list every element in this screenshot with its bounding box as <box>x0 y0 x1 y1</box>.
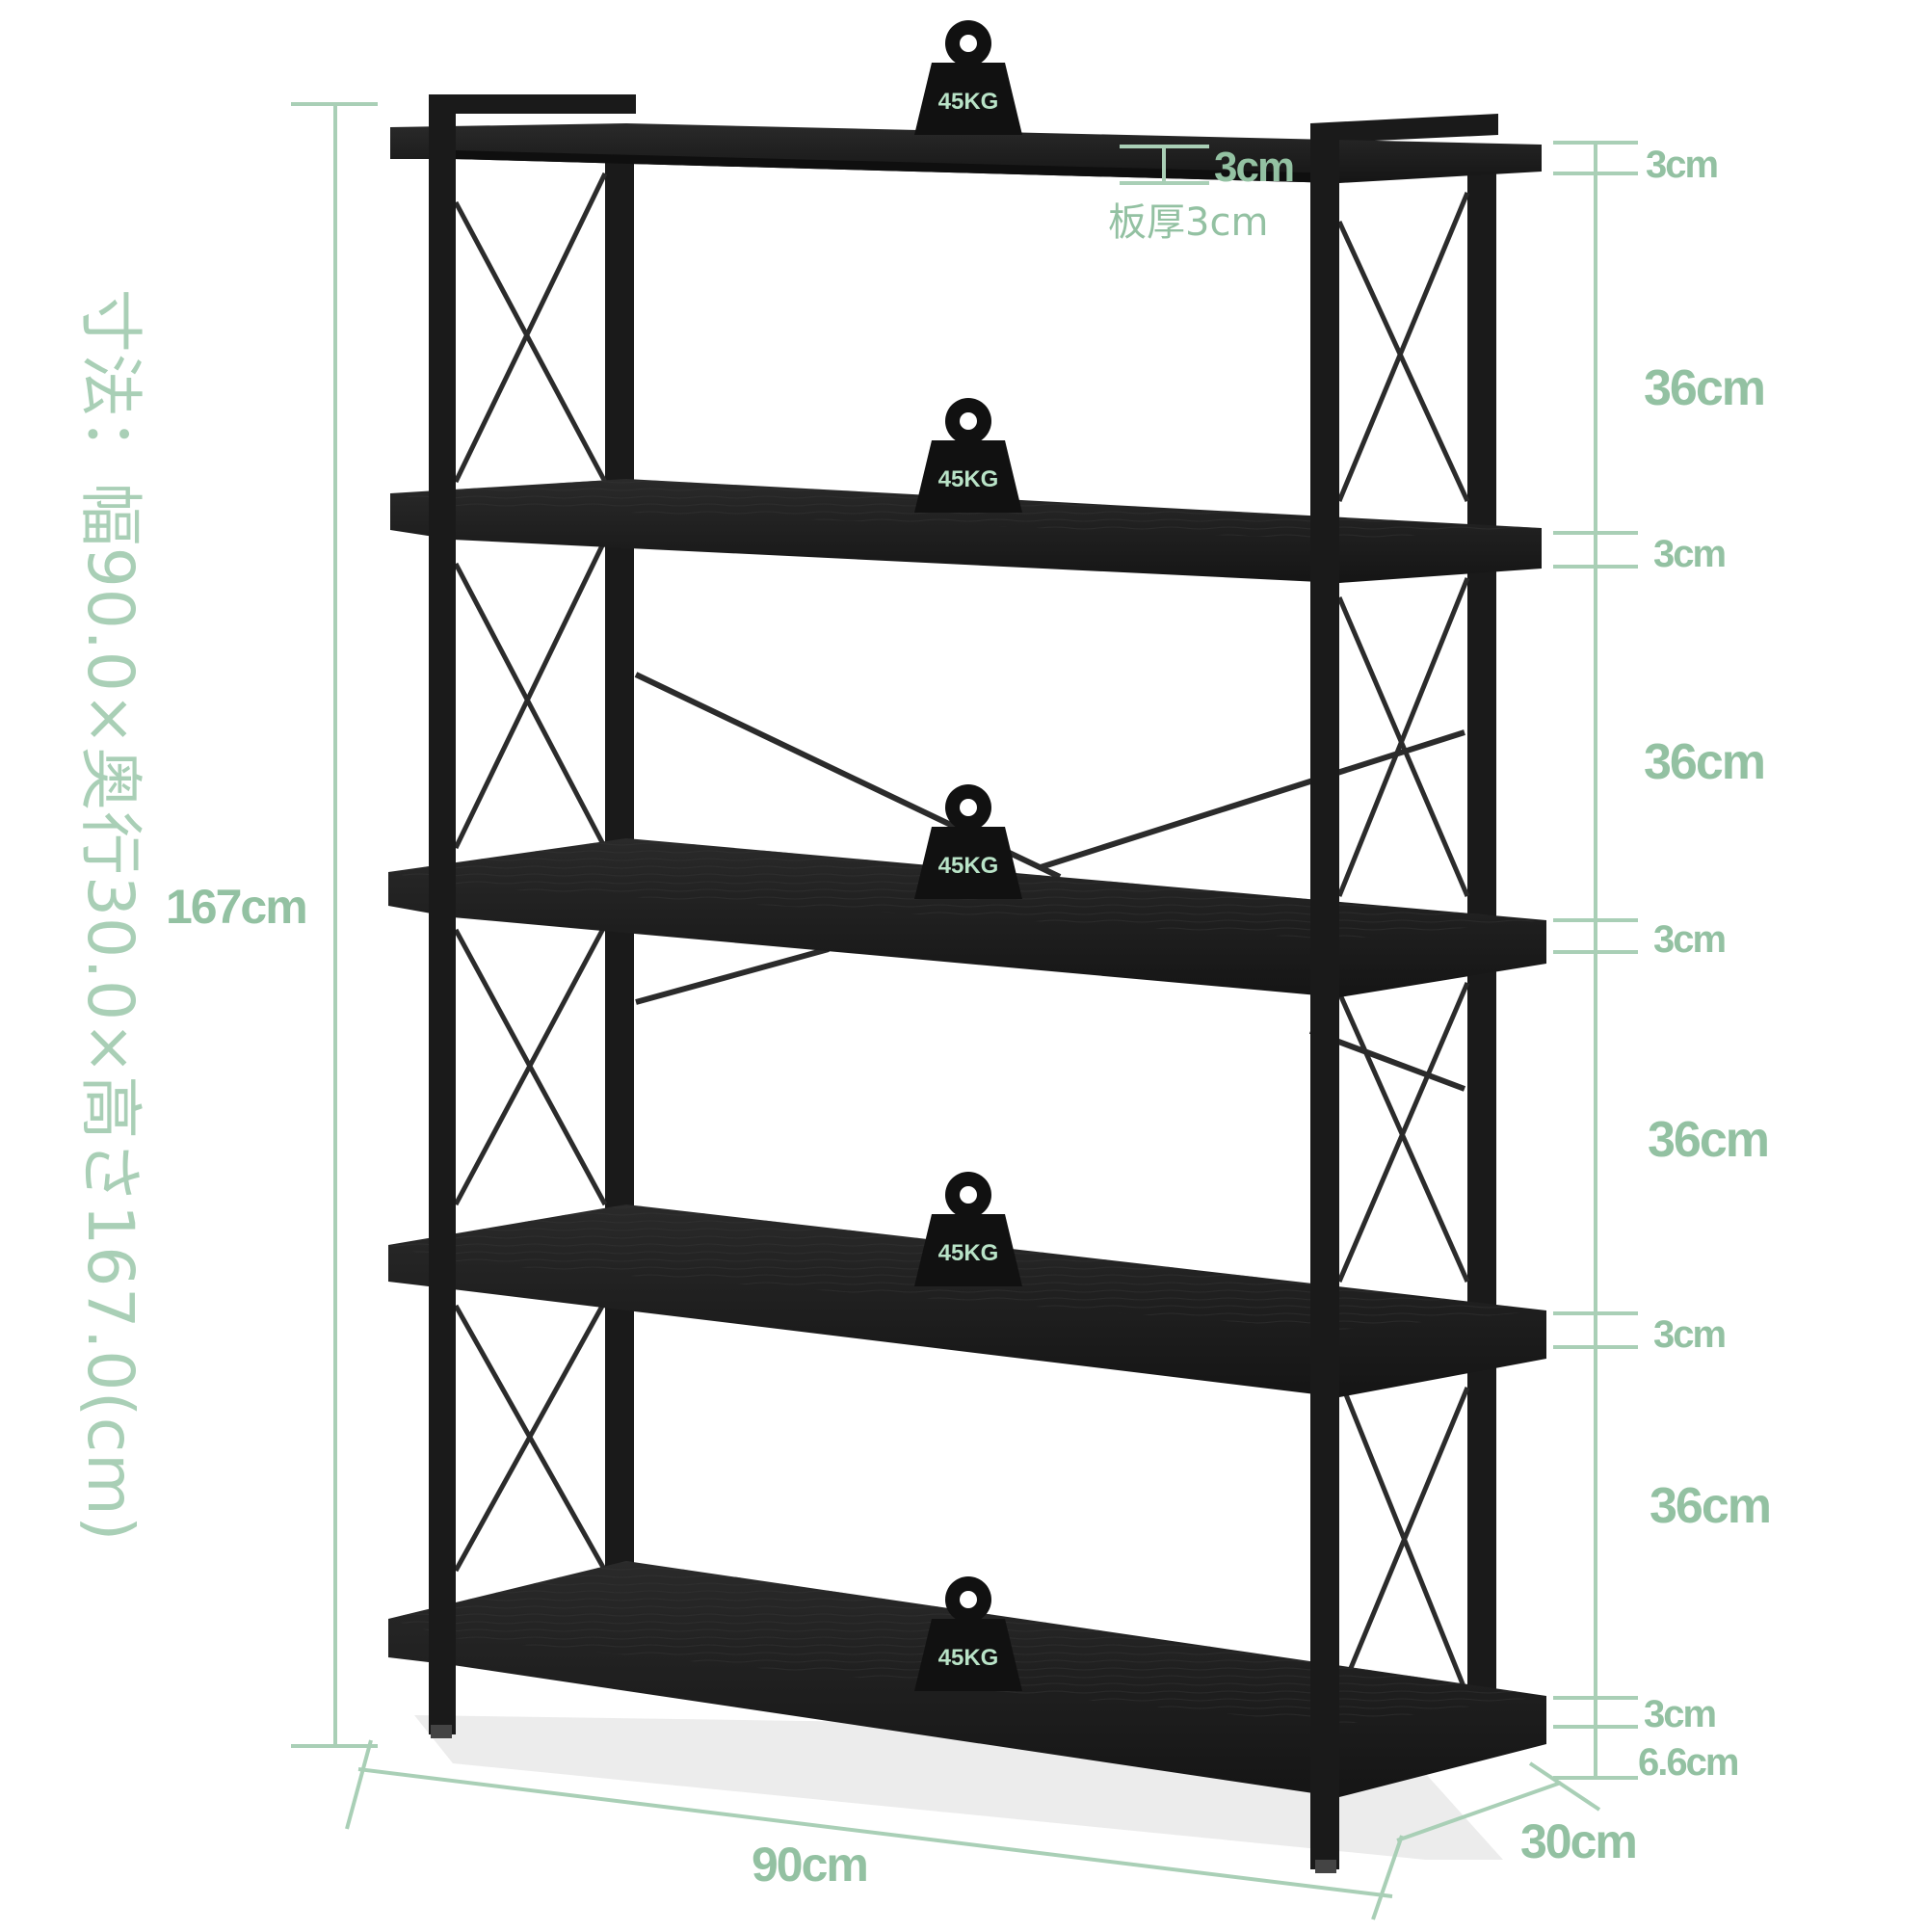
shelf-1 <box>390 123 1542 183</box>
weight-icon <box>914 20 1022 135</box>
depth-label: 30cm <box>1520 1814 1636 1868</box>
weight-icon <box>914 784 1022 899</box>
depth-dim-line <box>1396 1781 1562 1842</box>
width-dim-line <box>357 1767 1393 1898</box>
load-badge-1: 45KG <box>914 20 1022 135</box>
load-badge-3: 45KG <box>914 784 1022 899</box>
weight-icon <box>914 1172 1022 1286</box>
scale-label-t2: 3cm <box>1653 533 1725 575</box>
scale-label-t3: 3cm <box>1653 918 1725 961</box>
side-x-braces <box>453 172 1470 1697</box>
scale-label-g3: 36cm <box>1648 1112 1768 1168</box>
dimension-title: 寸法：幅90.0×奥行30.0×高さ167.0(cm) <box>19 289 212 1543</box>
scale-label-leg: 6.6cm <box>1638 1741 1738 1784</box>
scale-label-t5: 3cm <box>1644 1693 1715 1735</box>
dimension-lines <box>291 102 1638 1920</box>
load-badge-label: 45KG <box>938 89 999 115</box>
weight-icon <box>914 398 1022 513</box>
left-foot <box>431 1725 452 1738</box>
top-rail-right <box>1310 114 1498 172</box>
right-foot <box>1315 1860 1336 1873</box>
load-badge-label: 45KG <box>938 853 999 879</box>
scale-label-t4: 3cm <box>1653 1313 1725 1356</box>
front-left-post-front <box>429 106 456 1734</box>
scale-label-t1: 3cm <box>1646 144 1717 186</box>
load-badge-label: 45KG <box>938 1240 999 1266</box>
scale-label-g2: 36cm <box>1644 734 1764 790</box>
front-right-post-front <box>1310 125 1339 1869</box>
board-thickness-note: 板厚3cm <box>1108 200 1268 245</box>
scale-label-g4: 36cm <box>1650 1478 1770 1534</box>
load-badge-5: 45KG <box>914 1576 1022 1691</box>
height-total-label: 167cm <box>166 880 306 934</box>
top-rail-left <box>429 94 636 145</box>
board-thickness-label: 3cm <box>1214 144 1293 191</box>
load-badge-2: 45KG <box>914 398 1022 513</box>
weight-icon <box>914 1576 1022 1691</box>
load-badge-label: 45KG <box>938 466 999 492</box>
width-label: 90cm <box>752 1838 867 1892</box>
load-badge-label: 45KG <box>938 1645 999 1671</box>
shelves <box>388 123 1546 1797</box>
load-badge-4: 45KG <box>914 1172 1022 1286</box>
dimension-labels: 167cm 90cm 30cm 3cm 板厚3cm 3cm 36cm 3cm 3… <box>166 144 1772 1892</box>
dimension-title-text: 寸法：幅90.0×奥行30.0×高さ167.0(cm) <box>73 288 147 1543</box>
scale-label-g1: 36cm <box>1644 360 1764 416</box>
